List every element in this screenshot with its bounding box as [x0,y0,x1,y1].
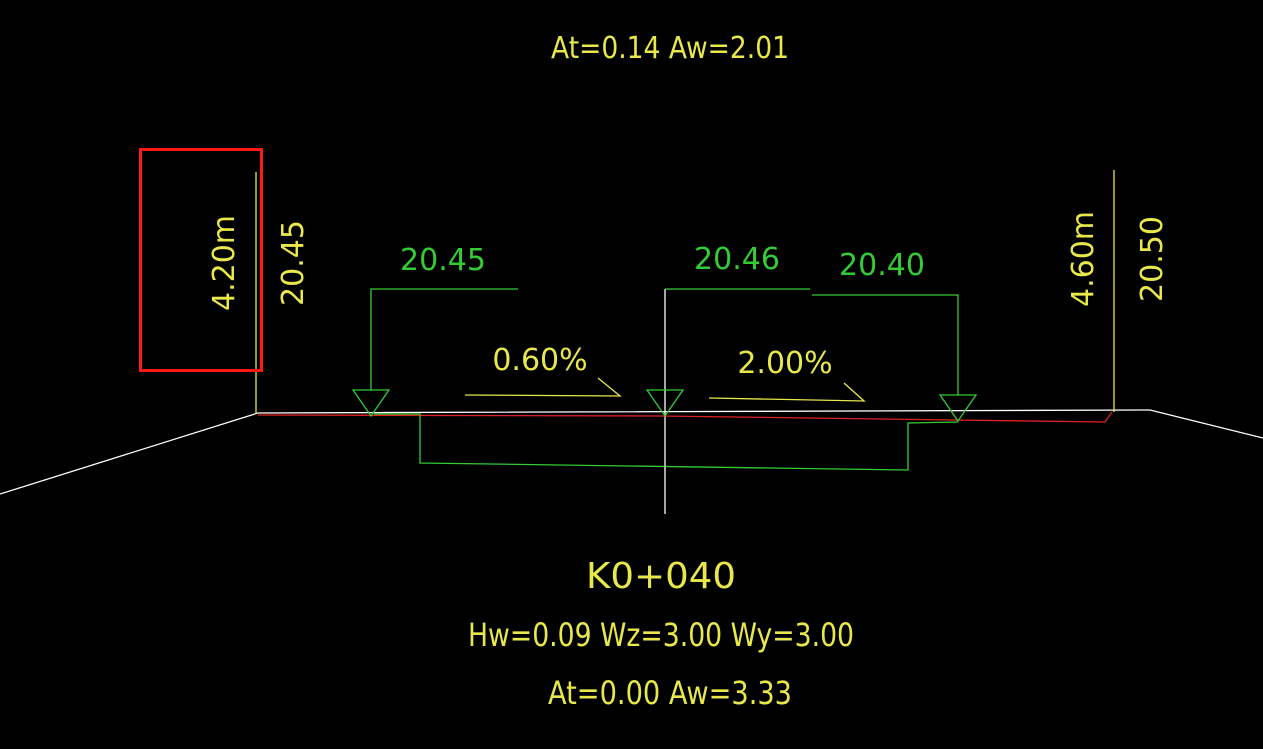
left-marker-elevation: 20.45 [400,243,486,278]
left-slope-label: 0.60% [492,343,587,378]
station-area: At=0.00 Aw=3.33 [548,674,792,712]
left-marker-leader [370,288,518,390]
ground-surface-line [0,409,1263,495]
pavement-structure-outline [374,413,959,471]
left-slope-arrow [464,377,622,397]
right-marker-leader [812,294,959,395]
right-slope-label: 2.00% [737,346,832,381]
station-chainage: K0+040 [586,556,736,597]
right-marker-elevation: 20.40 [839,248,925,283]
right-elevation-label: 20.50 [1135,216,1170,302]
center-marker-triangle-icon [645,389,685,418]
design-surface-line [257,411,1113,423]
selection-highlight-box [139,148,263,372]
left-elevation-label: 20.45 [276,220,311,306]
center-marker-elevation: 20.46 [694,242,780,277]
station-params: Hw=0.09 Wz=3.00 Wy=3.00 [468,616,854,654]
left-marker-triangle-icon [351,389,391,418]
left-height-label: 4.20m [207,215,242,311]
right-marker-triangle-icon [938,394,978,423]
right-slope-arrow [708,382,866,402]
right-height-label: 4.60m [1066,211,1101,307]
prev-station-area-label: At=0.14 Aw=2.01 [551,31,789,66]
